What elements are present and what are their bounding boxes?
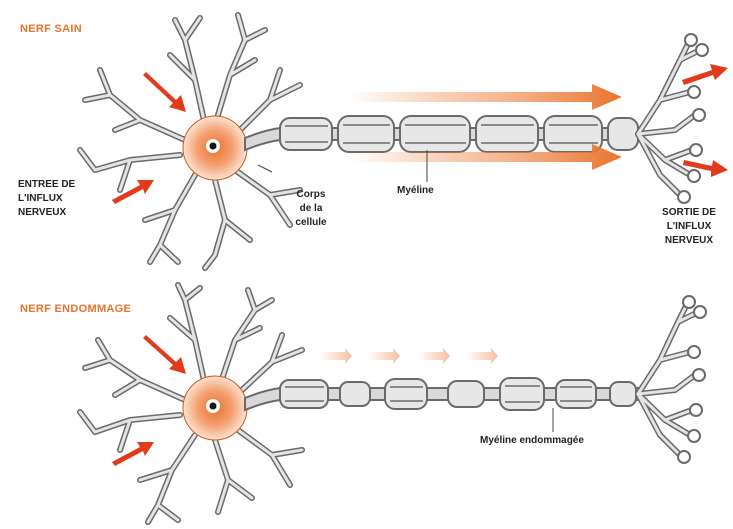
healthy-neuron <box>80 15 728 268</box>
healthy-output-label: SORTIE DE L'INFLUX NERVEUX <box>646 206 732 248</box>
damaged-myelin-label: Myéline endommagée <box>480 434 584 448</box>
healthy-axon <box>245 116 640 152</box>
damaged-axon <box>245 378 640 410</box>
damaged-neuron <box>80 285 706 522</box>
healthy-title: NERF SAIN <box>20 22 82 36</box>
healthy-myelin-label: Myéline <box>397 184 434 198</box>
healthy-input-label: ENTREE DE L'INFLUX NERVEUX <box>18 178 75 220</box>
damaged-faded-signal <box>320 348 498 364</box>
healthy-nucleolus <box>210 143 217 150</box>
damaged-title: NERF ENDOMMAGE <box>20 302 131 316</box>
healthy-signal-arrow-upper <box>350 84 622 110</box>
healthy-cell-body-label: Corps de la cellule <box>276 188 346 230</box>
damaged-nucleolus <box>210 403 217 410</box>
